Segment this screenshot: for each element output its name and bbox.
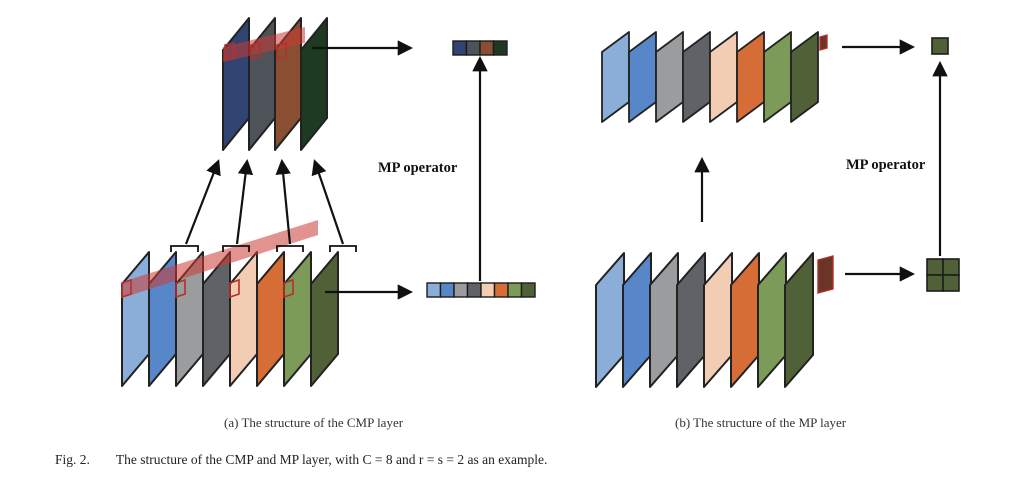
mp-input-channel-5 [703, 252, 733, 388]
mp-input-channel-1 [595, 252, 625, 388]
cmp-input-vector-cell-2 [439, 282, 455, 298]
mp-grid-cell-4 [942, 274, 960, 292]
cmp-output-window-1 [224, 42, 235, 60]
cmp-output-window-3 [276, 42, 287, 60]
mp-input-window [817, 255, 834, 294]
mp-input-channel-4 [676, 252, 706, 388]
mp-output-channel-1 [601, 31, 630, 123]
panel-a-caption: (a) The structure of the CMP layer [224, 415, 404, 430]
figure-caption: Fig. 2. The structure of the CMP and MP l… [55, 452, 547, 468]
cmp-output-vector-cell-1 [452, 40, 468, 56]
cmp-input-window-1 [121, 278, 132, 299]
cmp-output-vector-cell-2 [465, 40, 481, 56]
mp-input-channel-6 [730, 252, 760, 388]
figure-caption-text: The structure of the CMP and MP layer, w… [115, 452, 548, 467]
mp-grid-cell-2 [942, 258, 960, 276]
cmp-input-vector-cell-1 [426, 282, 442, 298]
mp-output-channel-7 [763, 31, 792, 123]
panel-a-operator-label: MP operator [378, 160, 458, 176]
cmp-input-channel-7 [283, 251, 312, 387]
mp-output-channel-2 [628, 31, 657, 123]
mp-input-channel-7 [757, 252, 787, 388]
mp-output-window [819, 34, 828, 51]
cmp-pool-arrow-1 [184, 159, 221, 245]
cmp-input-channel-6 [256, 251, 285, 387]
mp-grid-cell-3 [926, 274, 944, 292]
cmp-input-highlight-band [122, 220, 318, 298]
cmp-pool-arrow-4 [311, 159, 345, 245]
cmp-pair-bracket-4 [329, 245, 357, 252]
mp-input-channel-3 [649, 252, 679, 388]
cmp-output-vector-cell-4 [492, 40, 508, 56]
cmp-input-vector-cell-3 [453, 282, 469, 298]
cmp-output-vector-cell-3 [479, 40, 495, 56]
cmp-input-window-2 [175, 278, 186, 299]
cmp-pool-arrow-2 [235, 158, 254, 245]
mp-output-channel-3 [655, 31, 684, 123]
cmp-pair-bracket-3 [276, 245, 304, 252]
panel-b-mp-layer [595, 31, 960, 388]
cmp-input-window-4 [283, 278, 294, 299]
cmp-input-vector-cell-4 [466, 282, 482, 298]
cmp-input-channel-4 [202, 251, 231, 387]
mp-input-channel-2 [622, 252, 652, 388]
panel-b-operator-label: MP operator [846, 157, 926, 173]
mp-output-channel-6 [736, 31, 765, 123]
cmp-pair-bracket-1 [170, 245, 199, 252]
mp-output-cell [931, 37, 949, 55]
cmp-output-map-1 [222, 17, 250, 151]
mp-output-channel-4 [682, 31, 711, 123]
panel-a-cmp-layer [121, 17, 536, 387]
cmp-output-window-2 [250, 42, 261, 60]
cmp-input-channel-5 [229, 251, 258, 387]
cmp-input-channel-8 [310, 251, 339, 387]
mp-output-channel-8 [790, 31, 819, 123]
cmp-input-vector-cell-6 [493, 282, 509, 298]
cmp-input-window-3 [229, 278, 240, 299]
mp-output-channel-5 [709, 31, 738, 123]
cmp-input-vector-cell-8 [520, 282, 536, 298]
cmp-input-vector-cell-7 [507, 282, 523, 298]
figure-number: Fig. 2. [55, 452, 90, 467]
mp-input-channel-8 [784, 252, 814, 388]
cmp-output-map-4 [300, 17, 328, 151]
cmp-input-channel-1 [121, 251, 150, 387]
mp-grid-cell-1 [926, 258, 944, 276]
cmp-pool-arrow-3 [275, 158, 292, 245]
cmp-input-vector-cell-5 [480, 282, 496, 298]
cmp-output-highlight-band [223, 27, 305, 62]
cmp-pair-bracket-2 [222, 245, 250, 252]
panel-b-caption: (b) The structure of the MP layer [675, 415, 847, 430]
